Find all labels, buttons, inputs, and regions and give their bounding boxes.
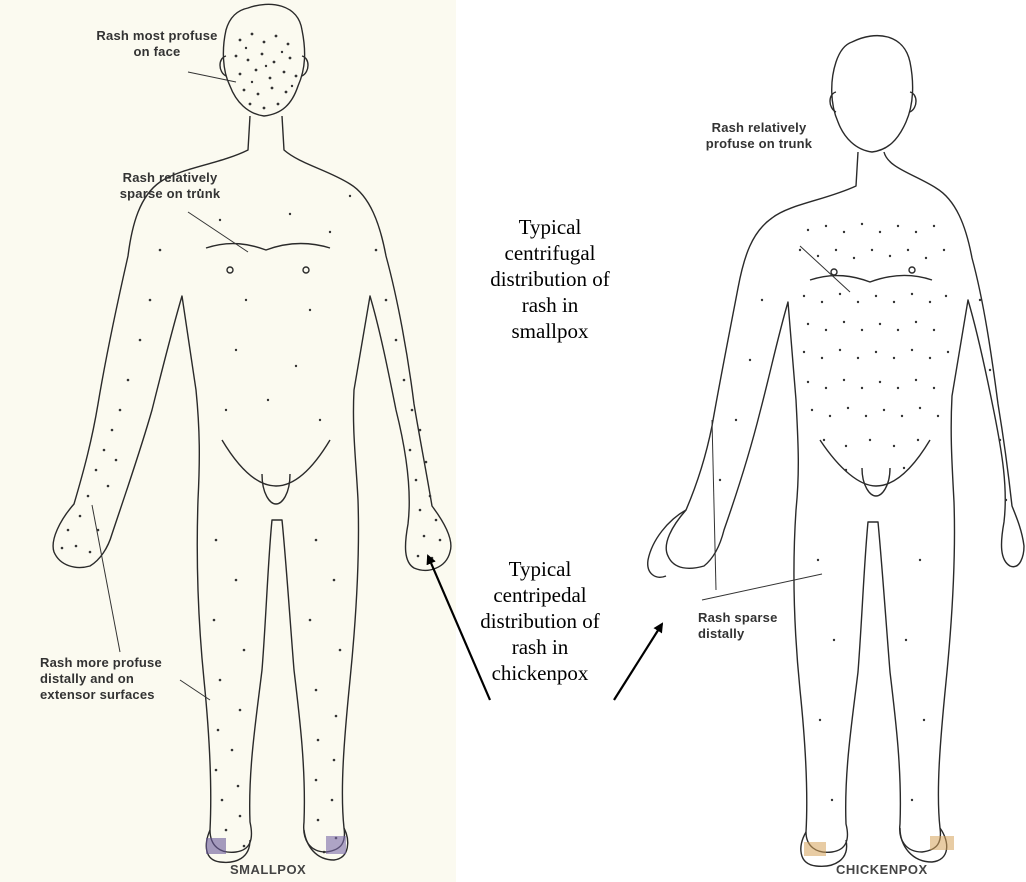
smallpox-leg-dots <box>213 539 342 854</box>
smallpox-label-distal: Rash more profuse distally and on extens… <box>40 655 190 703</box>
smallpox-chest-line <box>206 244 330 250</box>
smallpox-label-face: Rash most profuse on face <box>92 28 222 60</box>
smallpox-figure <box>53 4 451 862</box>
chickenpox-label-distal-line1: Rash sparse <box>698 610 808 626</box>
chickenpox-label-trunk-line2: profuse on trunk <box>694 136 824 152</box>
smallpox-face-dots <box>235 33 298 110</box>
smallpox-nipple-left <box>227 267 233 273</box>
chickenpox-limb-dots <box>719 299 1007 801</box>
centripetal-line5: chickenpox <box>450 660 630 686</box>
smallpox-foot-artifact-left <box>206 838 226 854</box>
smallpox-label-trunk-line2: sparse on trunk <box>110 186 230 202</box>
smallpox-genitals <box>262 474 290 504</box>
smallpox-leader-lines <box>92 72 248 700</box>
centripetal-line4: rash in <box>450 634 630 660</box>
smallpox-rash-dots <box>61 33 442 854</box>
chickenpox-leader-lines <box>702 246 850 600</box>
chickenpox-caption: CHICKENPOX <box>836 862 928 877</box>
centripetal-line2: centripedal <box>450 582 630 608</box>
chickenpox-label-distal: Rash sparse distally <box>698 610 808 642</box>
chickenpox-body-outline <box>666 152 1024 852</box>
centrifugal-line2: centrifugal <box>460 240 640 266</box>
chickenpox-head-outline <box>832 36 913 152</box>
smallpox-body-outline <box>53 116 451 852</box>
smallpox-label-face-line1: Rash most profuse <box>92 28 222 44</box>
chickenpox-groin <box>820 440 930 486</box>
chickenpox-label-trunk-line1: Rash relatively <box>694 120 824 136</box>
chickenpox-genitals <box>862 468 890 496</box>
centripetal-line3: distribution of <box>450 608 630 634</box>
smallpox-nipple-right <box>303 267 309 273</box>
centrifugal-line4: rash in <box>460 292 640 318</box>
chickenpox-trunk-dots <box>799 223 949 471</box>
smallpox-label-distal-line3: extensor surfaces <box>40 687 190 703</box>
smallpox-arm-dots <box>61 249 442 560</box>
smallpox-groin <box>222 440 330 486</box>
smallpox-caption: SMALLPOX <box>230 862 306 877</box>
chickenpox-nipple-left <box>831 269 837 275</box>
centrifugal-line3: distribution of <box>460 266 640 292</box>
centrifugal-annotation: Typical centrifugal distribution of rash… <box>460 214 640 344</box>
smallpox-head-outline <box>223 4 304 116</box>
centrifugal-line5: smallpox <box>460 318 640 344</box>
chickenpox-foot-artifact-left <box>804 842 826 856</box>
smallpox-label-trunk-line1: Rash relatively <box>110 170 230 186</box>
smallpox-trunk-dots <box>199 189 351 421</box>
smallpox-foot-artifact-right <box>326 836 346 854</box>
smallpox-label-distal-line1: Rash more profuse <box>40 655 190 671</box>
chickenpox-rash-dots <box>719 223 1007 856</box>
chickenpox-chest-line <box>810 276 932 282</box>
smallpox-label-face-line2: on face <box>92 44 222 60</box>
chickenpox-nipple-right <box>909 267 915 273</box>
chickenpox-foot-artifact-right <box>930 836 954 850</box>
centripetal-line1: Typical <box>450 556 630 582</box>
chickenpox-label-distal-line2: distally <box>698 626 808 642</box>
smallpox-label-distal-line2: distally and on <box>40 671 190 687</box>
chickenpox-label-trunk: Rash relatively profuse on trunk <box>694 120 824 152</box>
centripetal-annotation: Typical centripedal distribution of rash… <box>450 556 630 686</box>
centrifugal-line1: Typical <box>460 214 640 240</box>
smallpox-label-trunk: Rash relatively sparse on trunk <box>110 170 230 202</box>
chickenpox-figure <box>648 36 1024 867</box>
